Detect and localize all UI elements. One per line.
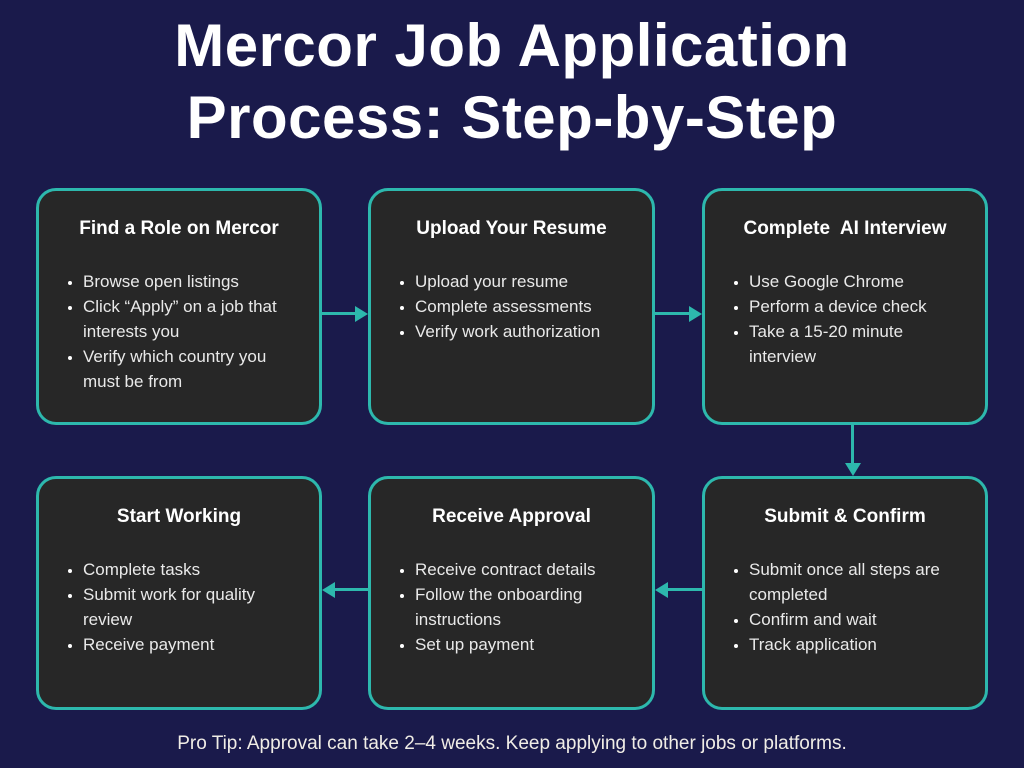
page-title-line-2: Process: Step-by-Step xyxy=(186,84,838,151)
page-title-line-1: Mercor Job Application xyxy=(174,12,850,79)
step-card-receive-approval: Receive Approval Receive contract detail… xyxy=(368,476,655,710)
arrow-left-icon-step4-to-step5 xyxy=(655,582,702,598)
step-card-upload-resume: Upload Your Resume Upload your resume Co… xyxy=(368,188,655,425)
bullet-item: Click “Apply” on a job that interests yo… xyxy=(83,294,307,344)
step-card-start-working: Start Working Complete tasks Submit work… xyxy=(36,476,322,710)
step-card-submit-confirm: Submit & Confirm Submit once all steps a… xyxy=(702,476,988,710)
arrow-down-icon-step3-to-step4 xyxy=(845,425,861,476)
bullet-item: Take a 15-20 minute interview xyxy=(749,319,973,369)
step-title: Upload Your Resume xyxy=(416,218,607,239)
step-bullet-list: Receive contract details Follow the onbo… xyxy=(371,557,652,657)
arrow-stem xyxy=(334,588,368,591)
bullet-item: Use Google Chrome xyxy=(749,269,973,294)
bullet-item: Perform a device check xyxy=(749,294,973,319)
page-title: Mercor Job Application Process: Step-by-… xyxy=(0,10,1024,154)
step-bullet-list: Use Google Chrome Perform a device check… xyxy=(705,269,985,369)
bullet-item: Complete assessments xyxy=(415,294,640,319)
bullet-item: Upload your resume xyxy=(415,269,640,294)
bullet-item: Complete tasks xyxy=(83,557,307,582)
bullet-item: Follow the onboarding instructions xyxy=(415,582,640,632)
arrow-head xyxy=(322,582,335,598)
bullet-item: Browse open listings xyxy=(83,269,307,294)
bullet-item: Receive contract details xyxy=(415,557,640,582)
arrow-right-icon-step2-to-step3 xyxy=(655,306,702,322)
arrow-stem xyxy=(851,425,854,464)
bullet-item: Submit work for quality review xyxy=(83,582,307,632)
arrow-head xyxy=(845,463,861,476)
arrow-right-icon-step1-to-step2 xyxy=(322,306,368,322)
step-title: Receive Approval xyxy=(432,506,591,527)
arrow-head xyxy=(655,582,668,598)
bullet-item: Confirm and wait xyxy=(749,607,973,632)
arrow-stem xyxy=(655,312,690,315)
bullet-item: Receive payment xyxy=(83,632,307,657)
step-title: Find a Role on Mercor xyxy=(79,218,279,239)
step-title: Submit & Confirm xyxy=(764,506,926,527)
step-card-find-role: Find a Role on Mercor Browse open listin… xyxy=(36,188,322,425)
bullet-item: Set up payment xyxy=(415,632,640,657)
arrow-stem xyxy=(667,588,702,591)
bullet-item: Submit once all steps are completed xyxy=(749,557,973,607)
arrow-stem xyxy=(322,312,356,315)
step-bullet-list: Complete tasks Submit work for quality r… xyxy=(39,557,319,657)
arrow-left-icon-step5-to-step6 xyxy=(322,582,368,598)
step-bullet-list: Upload your resume Complete assessments … xyxy=(371,269,652,344)
bullet-item: Verify which country you must be from xyxy=(83,344,307,394)
arrow-head xyxy=(689,306,702,322)
step-title: Complete AI Interview xyxy=(743,218,947,239)
step-title: Start Working xyxy=(116,506,242,527)
bullet-item: Track application xyxy=(749,632,973,657)
pro-tip-text: Pro Tip: Approval can take 2–4 weeks. Ke… xyxy=(177,733,847,754)
step-bullet-list: Submit once all steps are completed Conf… xyxy=(705,557,985,657)
step-card-ai-interview: Complete AI Interview Use Google Chrome … xyxy=(702,188,988,425)
step-bullet-list: Browse open listings Click “Apply” on a … xyxy=(39,269,319,394)
bullet-item: Verify work authorization xyxy=(415,319,640,344)
arrow-head xyxy=(355,306,368,322)
